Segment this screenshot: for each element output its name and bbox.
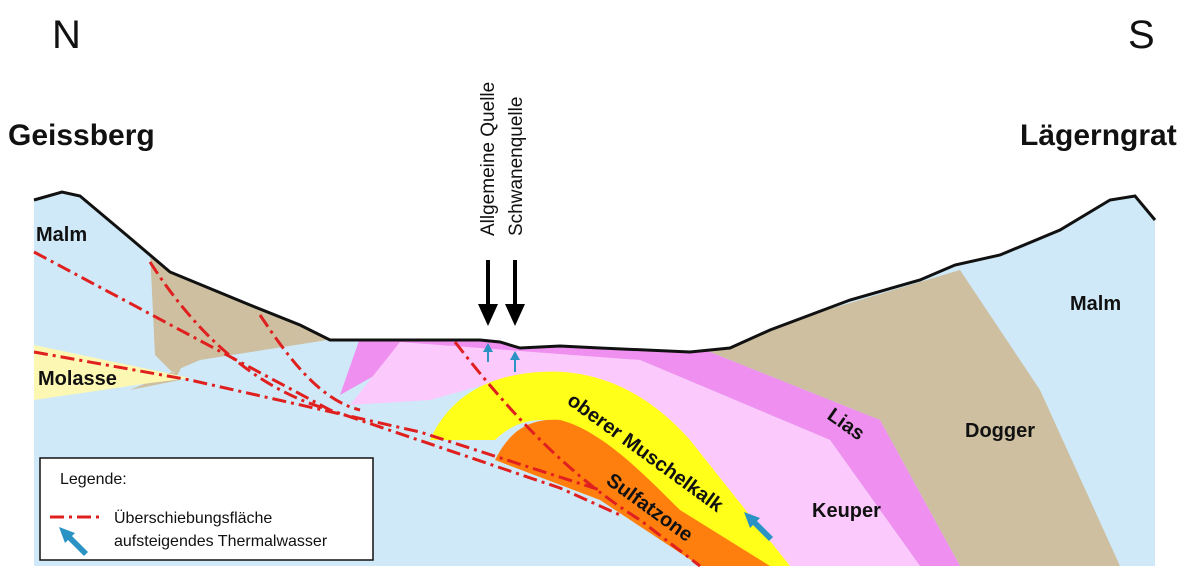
unit-keuper: Keuper xyxy=(812,500,881,522)
north-label: N xyxy=(52,13,81,57)
unit-malm-right: Malm xyxy=(1070,293,1121,315)
lias-layer xyxy=(340,338,960,566)
spring-label-allgemeine: Allgemeine Quelle xyxy=(478,82,499,236)
spring-label-schwanen: Schwanenquelle xyxy=(506,97,527,236)
fault-line-2 xyxy=(33,350,601,492)
thermal-water-arrow-icon xyxy=(744,512,773,541)
fault-line-1 xyxy=(33,250,621,517)
spring-arrows xyxy=(478,260,525,326)
ground-surface-line xyxy=(33,190,1157,354)
legend-fault-label: Überschiebungsfläche xyxy=(114,509,272,527)
small-water-arrow-1-head xyxy=(483,343,493,352)
dogger-right-layer xyxy=(700,270,1120,566)
spring-arrow-2-head xyxy=(505,304,525,326)
legend-water-arrow-icon xyxy=(59,527,88,556)
place-laegerngrat: Lägerngrat xyxy=(1020,119,1177,152)
legend-title: Legende: xyxy=(60,471,127,488)
unit-dogger: Dogger xyxy=(965,420,1035,442)
rising-water-arrows xyxy=(483,343,520,372)
keuper-layer xyxy=(350,342,920,566)
legend-frame xyxy=(39,457,374,561)
place-geissberg: Geissberg xyxy=(8,119,155,152)
south-label: S xyxy=(1128,13,1155,57)
legend-box: Legende: Überschiebungsfläche aufsteigen… xyxy=(39,457,374,561)
sulfatzone-layer xyxy=(495,419,770,566)
fault-line-5 xyxy=(453,341,701,568)
spring-arrow-1-head xyxy=(478,304,498,326)
fault-line-3 xyxy=(148,261,331,412)
legend-water-label: aufsteigendes Thermalwasser xyxy=(114,533,328,550)
small-water-arrow-2-head xyxy=(510,351,520,360)
unit-molasse: Molasse xyxy=(38,368,117,390)
unit-malm-left: Malm xyxy=(36,224,87,246)
thrust-faults xyxy=(33,250,701,568)
